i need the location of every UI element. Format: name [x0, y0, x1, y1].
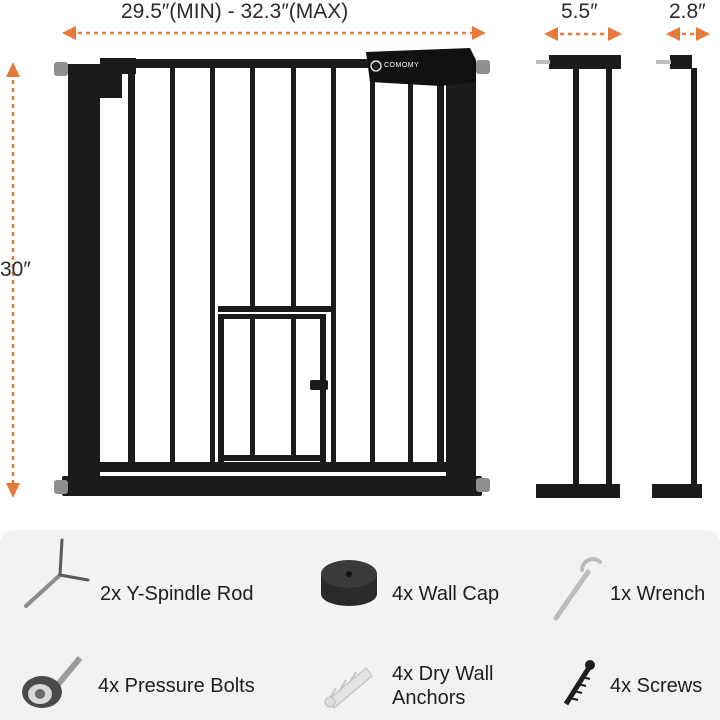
accessories-icons	[22, 538, 602, 709]
height-dimension-label: 30″	[0, 258, 31, 281]
brand-logo	[370, 60, 382, 72]
wrench-icon	[553, 557, 602, 621]
width-dimension-arrow	[62, 26, 486, 40]
gate-illustration	[6, 26, 710, 498]
extension-large-label: 5.5″	[561, 0, 598, 23]
extension-small-dimension-arrow	[666, 27, 710, 41]
extension-small-label: 2.8″	[669, 0, 706, 23]
wall-cap-icon	[321, 560, 377, 606]
screw-icon	[563, 660, 595, 706]
dry-wall-anchor-icon	[324, 667, 373, 709]
accessory-label-pressure-bolts: 4x Pressure Bolts	[98, 675, 255, 697]
accessories-panel: 2x Y-Spindle Rod 4x Wall Cap 1x Wrench 4…	[0, 530, 720, 720]
pressure-bolt-icon	[22, 656, 83, 708]
y-spindle-rod-icon	[24, 538, 90, 608]
accessory-label-dry-wall-anchors-line1: 4x Dry Wall	[392, 663, 494, 685]
width-dimension-label: 29.5″(MIN) - 32.3″(MAX)	[121, 0, 349, 23]
height-dimension-arrow	[6, 62, 20, 498]
baby-gate	[54, 48, 490, 496]
brand-name: COMOMY	[384, 62, 420, 69]
accessory-label-y-spindle-rod: 2x Y-Spindle Rod	[100, 583, 254, 605]
accessory-label-wrench: 1x Wrench	[610, 583, 706, 605]
accessory-label-dry-wall-anchors-line2: Anchors	[392, 687, 466, 709]
extension-piece-small	[652, 55, 702, 498]
accessory-label-wall-cap: 4x Wall Cap	[392, 583, 500, 605]
extension-piece-large	[536, 55, 621, 498]
extension-large-dimension-arrow	[544, 27, 622, 41]
accessory-label-screws: 4x Screws	[610, 675, 703, 697]
